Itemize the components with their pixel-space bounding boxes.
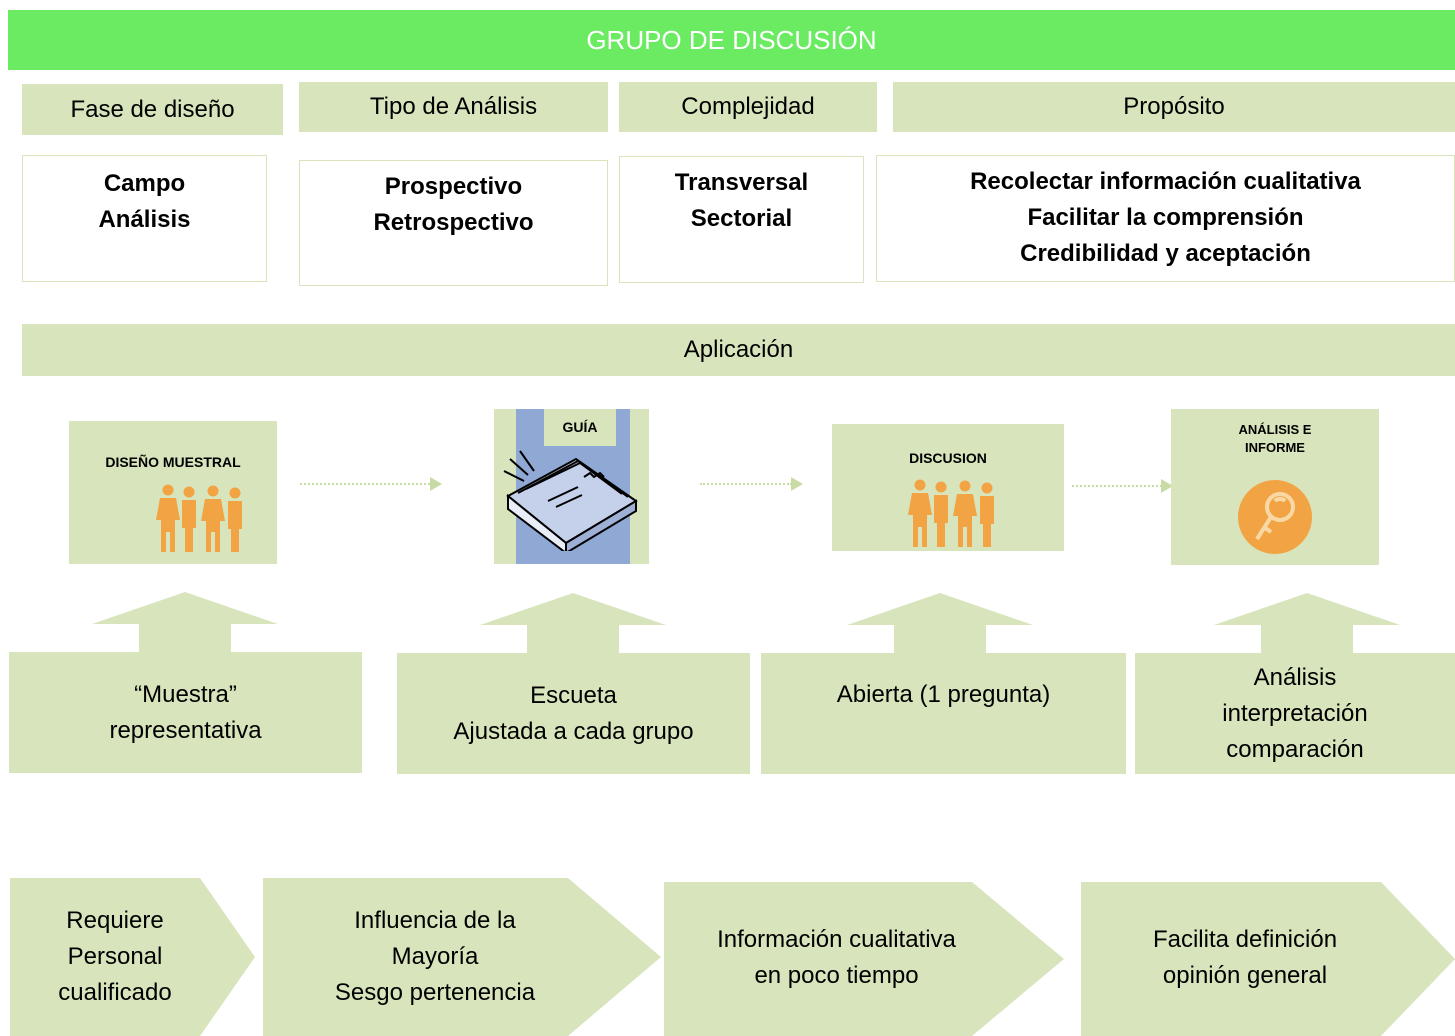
value-text: Transversal bbox=[674, 169, 809, 196]
up-arrow bbox=[92, 592, 278, 654]
value-text: Análisis bbox=[98, 206, 191, 233]
proposito-values-box: Recolectar información cualitativa Facil… bbox=[876, 155, 1455, 282]
feature-line: Sesgo pertenencia bbox=[334, 979, 536, 1006]
detail-text: “Muestra” bbox=[134, 680, 237, 708]
feature-line: Información cualitativa bbox=[717, 926, 956, 953]
guia-label-box bbox=[544, 409, 616, 446]
feature-line: en poco tiempo bbox=[754, 962, 919, 989]
feature-line: Personal bbox=[67, 943, 163, 970]
detail-text: Escueta bbox=[530, 681, 617, 709]
people-icon bbox=[908, 479, 994, 547]
people-icon bbox=[156, 484, 242, 552]
category-proposito: Propósito bbox=[893, 82, 1455, 132]
magnifier-icon bbox=[1238, 480, 1312, 554]
step-arrow bbox=[1072, 485, 1162, 487]
value-text: Credibilidad y aceptación bbox=[1020, 240, 1311, 267]
feature-text: Influencia de la Mayoría Sesgo pertenenc… bbox=[263, 878, 607, 1036]
up-arrow bbox=[480, 593, 666, 655]
application-bar: Aplicación bbox=[22, 324, 1455, 376]
detail-box-discusion: Abierta (1 pregunta) bbox=[761, 653, 1126, 774]
value-text: Campo bbox=[103, 170, 186, 197]
value-text: Facilitar la comprensión bbox=[1027, 204, 1304, 231]
value-text: Prospectivo bbox=[384, 173, 523, 200]
step-arrow bbox=[700, 483, 792, 485]
complejidad-values-box: Transversal Sectorial bbox=[619, 156, 864, 283]
step-label: GUÍA bbox=[562, 419, 598, 435]
feature-chevron: Facilita definición opinión general bbox=[1081, 882, 1455, 1036]
step-arrow-head bbox=[430, 477, 442, 491]
tipo-values-box: Prospectivo Retrospectivo bbox=[299, 160, 608, 286]
step-diseno-muestral: DISEÑO MUESTRAL bbox=[69, 421, 277, 564]
value-text: Recolectar información cualitativa bbox=[970, 168, 1361, 195]
feature-line: Influencia de la bbox=[354, 907, 516, 934]
feature-line: Facilita definición bbox=[1152, 926, 1338, 953]
feature-line: cualificado bbox=[58, 979, 172, 1006]
diagram-title: GRUPO DE DISCUSIÓN bbox=[8, 10, 1455, 70]
feature-text: Requiere Personal cualificado bbox=[10, 878, 220, 1036]
detail-box-analisis: Análisis interpretación comparación bbox=[1135, 653, 1455, 774]
step-label: DISEÑO MUESTRAL bbox=[105, 454, 241, 470]
up-arrow bbox=[1214, 593, 1400, 655]
step-arrow-head bbox=[791, 477, 803, 491]
detail-text: comparación bbox=[1226, 735, 1364, 763]
step-label: DISCUSION bbox=[909, 450, 987, 466]
book-icon bbox=[503, 450, 638, 551]
feature-text: Facilita definición opinión general bbox=[1081, 882, 1409, 1036]
category-fase-de-diseno: Fase de diseño bbox=[22, 84, 283, 135]
category-tipo-de-analisis: Tipo de Análisis bbox=[299, 82, 608, 132]
step-arrow-head bbox=[1161, 479, 1173, 493]
feature-text: Información cualitativa en poco tiempo bbox=[664, 882, 1009, 1036]
step-discusion: DISCUSION bbox=[832, 424, 1064, 551]
detail-text: Abierta (1 pregunta) bbox=[836, 681, 1051, 708]
detail-box-guia: Escueta Ajustada a cada grupo bbox=[397, 653, 750, 774]
feature-chevron: Requiere Personal cualificado bbox=[10, 878, 255, 1036]
category-complejidad: Complejidad bbox=[619, 82, 877, 132]
step-analisis-informe: ANÁLISIS E INFORME bbox=[1171, 409, 1379, 565]
detail-text: interpretación bbox=[1222, 699, 1368, 727]
step-label: ANÁLISIS E INFORME bbox=[1238, 422, 1312, 455]
detail-text: Análisis bbox=[1253, 663, 1337, 691]
value-text: Sectorial bbox=[690, 205, 793, 232]
step-guia: GUÍA bbox=[494, 409, 649, 564]
feature-chevron: Información cualitativa en poco tiempo bbox=[664, 882, 1064, 1036]
detail-text: representativa bbox=[109, 716, 262, 744]
feature-line: Requiere bbox=[66, 907, 164, 934]
step-arrow bbox=[300, 483, 430, 485]
feature-line: Mayoría bbox=[391, 943, 479, 970]
fase-values-box: Campo Análisis bbox=[22, 155, 267, 282]
feature-chevron: Influencia de la Mayoría Sesgo pertenenc… bbox=[263, 878, 661, 1036]
feature-line: opinión general bbox=[1162, 962, 1328, 989]
value-text: Retrospectivo bbox=[373, 209, 534, 236]
detail-box-muestra: “Muestra” representativa bbox=[9, 652, 362, 773]
detail-text: Ajustada a cada grupo bbox=[453, 717, 694, 745]
up-arrow bbox=[847, 593, 1033, 655]
